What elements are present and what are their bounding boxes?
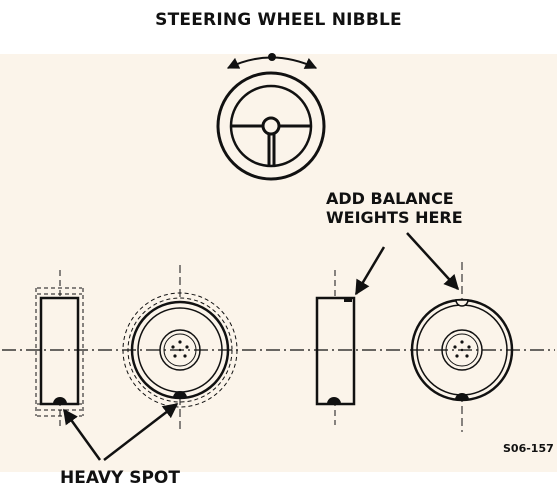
unbalanced-tire-front-view bbox=[122, 265, 238, 432]
diagram-title: STEERING WHEEL NIBBLE bbox=[155, 10, 402, 30]
rotation-arrow-icon bbox=[226, 53, 318, 69]
add-balance-arrows bbox=[354, 232, 460, 296]
balanced-tire-front-view bbox=[410, 262, 514, 432]
heavy-spot-marker bbox=[53, 397, 67, 404]
add-balance-line-2: WEIGHTS HERE bbox=[326, 208, 463, 227]
steering-wheel-icon bbox=[216, 71, 326, 181]
add-balance-line-1: ADD BALANCE bbox=[326, 189, 454, 208]
heavy-spot-marker bbox=[173, 391, 187, 398]
balanced-tire-side-view bbox=[315, 270, 356, 425]
add-balance-weights-callout: ADD BALANCE WEIGHTS HERE bbox=[326, 189, 463, 227]
heavy-spot-callout: HEAVY SPOT bbox=[60, 468, 180, 488]
heavy-spot-arrows bbox=[62, 403, 179, 461]
heavy-spot-marker bbox=[455, 393, 469, 400]
balance-weight-marker bbox=[344, 298, 352, 302]
heavy-spot-marker bbox=[327, 397, 341, 404]
balance-weight-marker bbox=[455, 299, 469, 307]
figure-code: S06-157 bbox=[503, 442, 554, 455]
unbalanced-tire-side-view bbox=[35, 270, 84, 430]
